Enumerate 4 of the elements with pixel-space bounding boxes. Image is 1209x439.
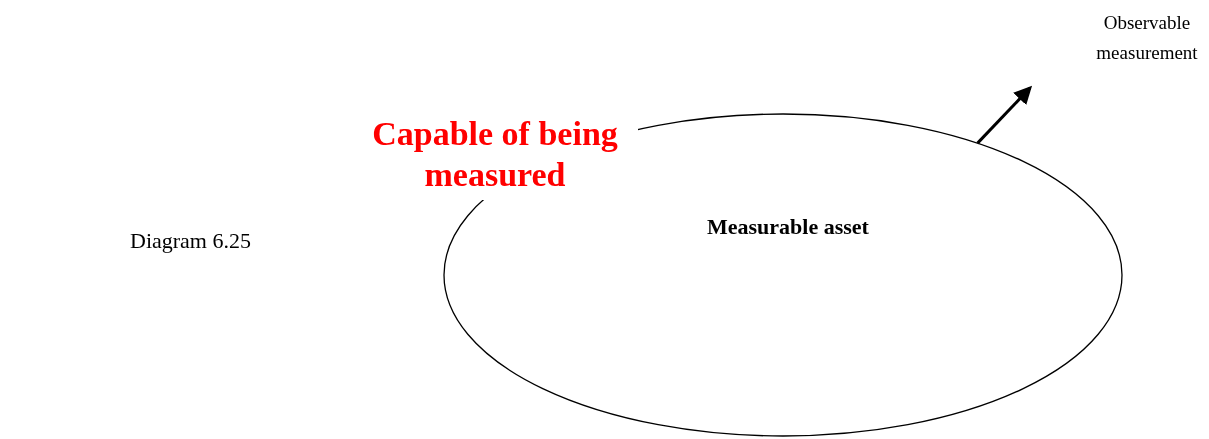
node-label: Observable measurement	[1095, 11, 1199, 66]
caption: Diagram 6.25	[130, 227, 251, 255]
arrow	[976, 85, 1033, 145]
node-label: Measurable asset	[706, 213, 870, 241]
